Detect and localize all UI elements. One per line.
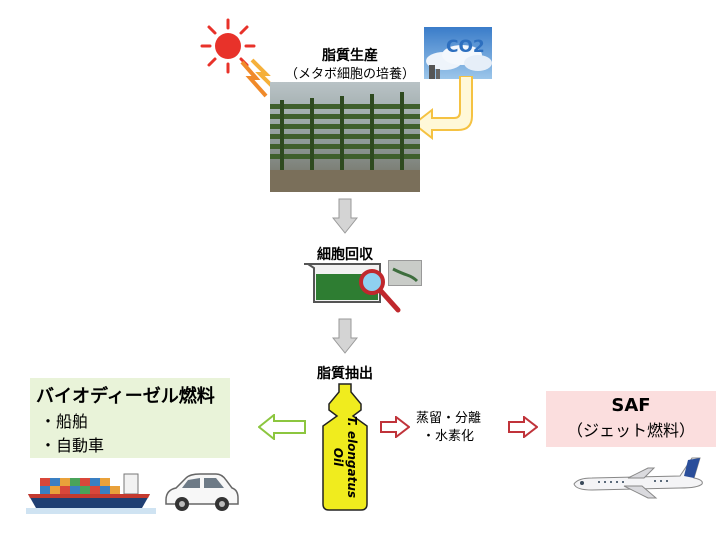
- car-icon: [165, 473, 239, 511]
- microscope-inset: [388, 260, 422, 286]
- distillation-line1: 蒸留・分離: [416, 411, 482, 426]
- arrow-to-biodiesel: [258, 414, 306, 440]
- container-ship-icon: [26, 473, 156, 514]
- distillation-line2: ・水素化: [422, 429, 475, 444]
- lipid-production-subtitle: （メタボ細胞の培養）: [284, 67, 415, 82]
- lipid-production-title: 脂質生産: [322, 48, 378, 64]
- sunlight-arrows: [240, 58, 278, 98]
- airplane-icon: [573, 457, 703, 499]
- bottle-label-line1: T. elongatus: [345, 415, 359, 499]
- biodiesel-item-ship: ・船舶: [40, 412, 89, 431]
- down-arrow-1: [332, 198, 358, 234]
- bottle-label: T. elongatus Oil: [317, 382, 373, 512]
- distillation-label: 蒸留・分離 ・水素化: [416, 410, 496, 446]
- photobioreactor-photo: [270, 82, 420, 192]
- biodiesel-box: バイオディーゼル燃料 ・船舶 ・自動車: [30, 378, 230, 458]
- saf-box: SAF （ジェット燃料）: [546, 391, 716, 447]
- lipid-extraction-label: 脂質抽出: [317, 366, 373, 382]
- saf-subtitle: （ジェット燃料）: [566, 421, 695, 440]
- down-arrow-2: [332, 318, 358, 354]
- saf-title: SAF: [611, 395, 651, 416]
- arrow-to-saf: [508, 416, 538, 438]
- co2-supply-arrow: [412, 76, 473, 140]
- cell-recovery-label: 細胞回収: [317, 247, 373, 263]
- biodiesel-title: バイオディーゼル燃料: [36, 386, 215, 407]
- biodiesel-item-car: ・自動車: [40, 436, 105, 455]
- bottle-label-line2: Oil: [331, 447, 345, 467]
- oil-bottle: [322, 383, 368, 511]
- arrow-to-distillation: [380, 416, 410, 438]
- magnifier-icon: [359, 269, 401, 313]
- co2-image: CO2: [424, 27, 492, 79]
- cell-recovery-beaker: [304, 263, 381, 303]
- co2-label: CO2: [446, 37, 485, 57]
